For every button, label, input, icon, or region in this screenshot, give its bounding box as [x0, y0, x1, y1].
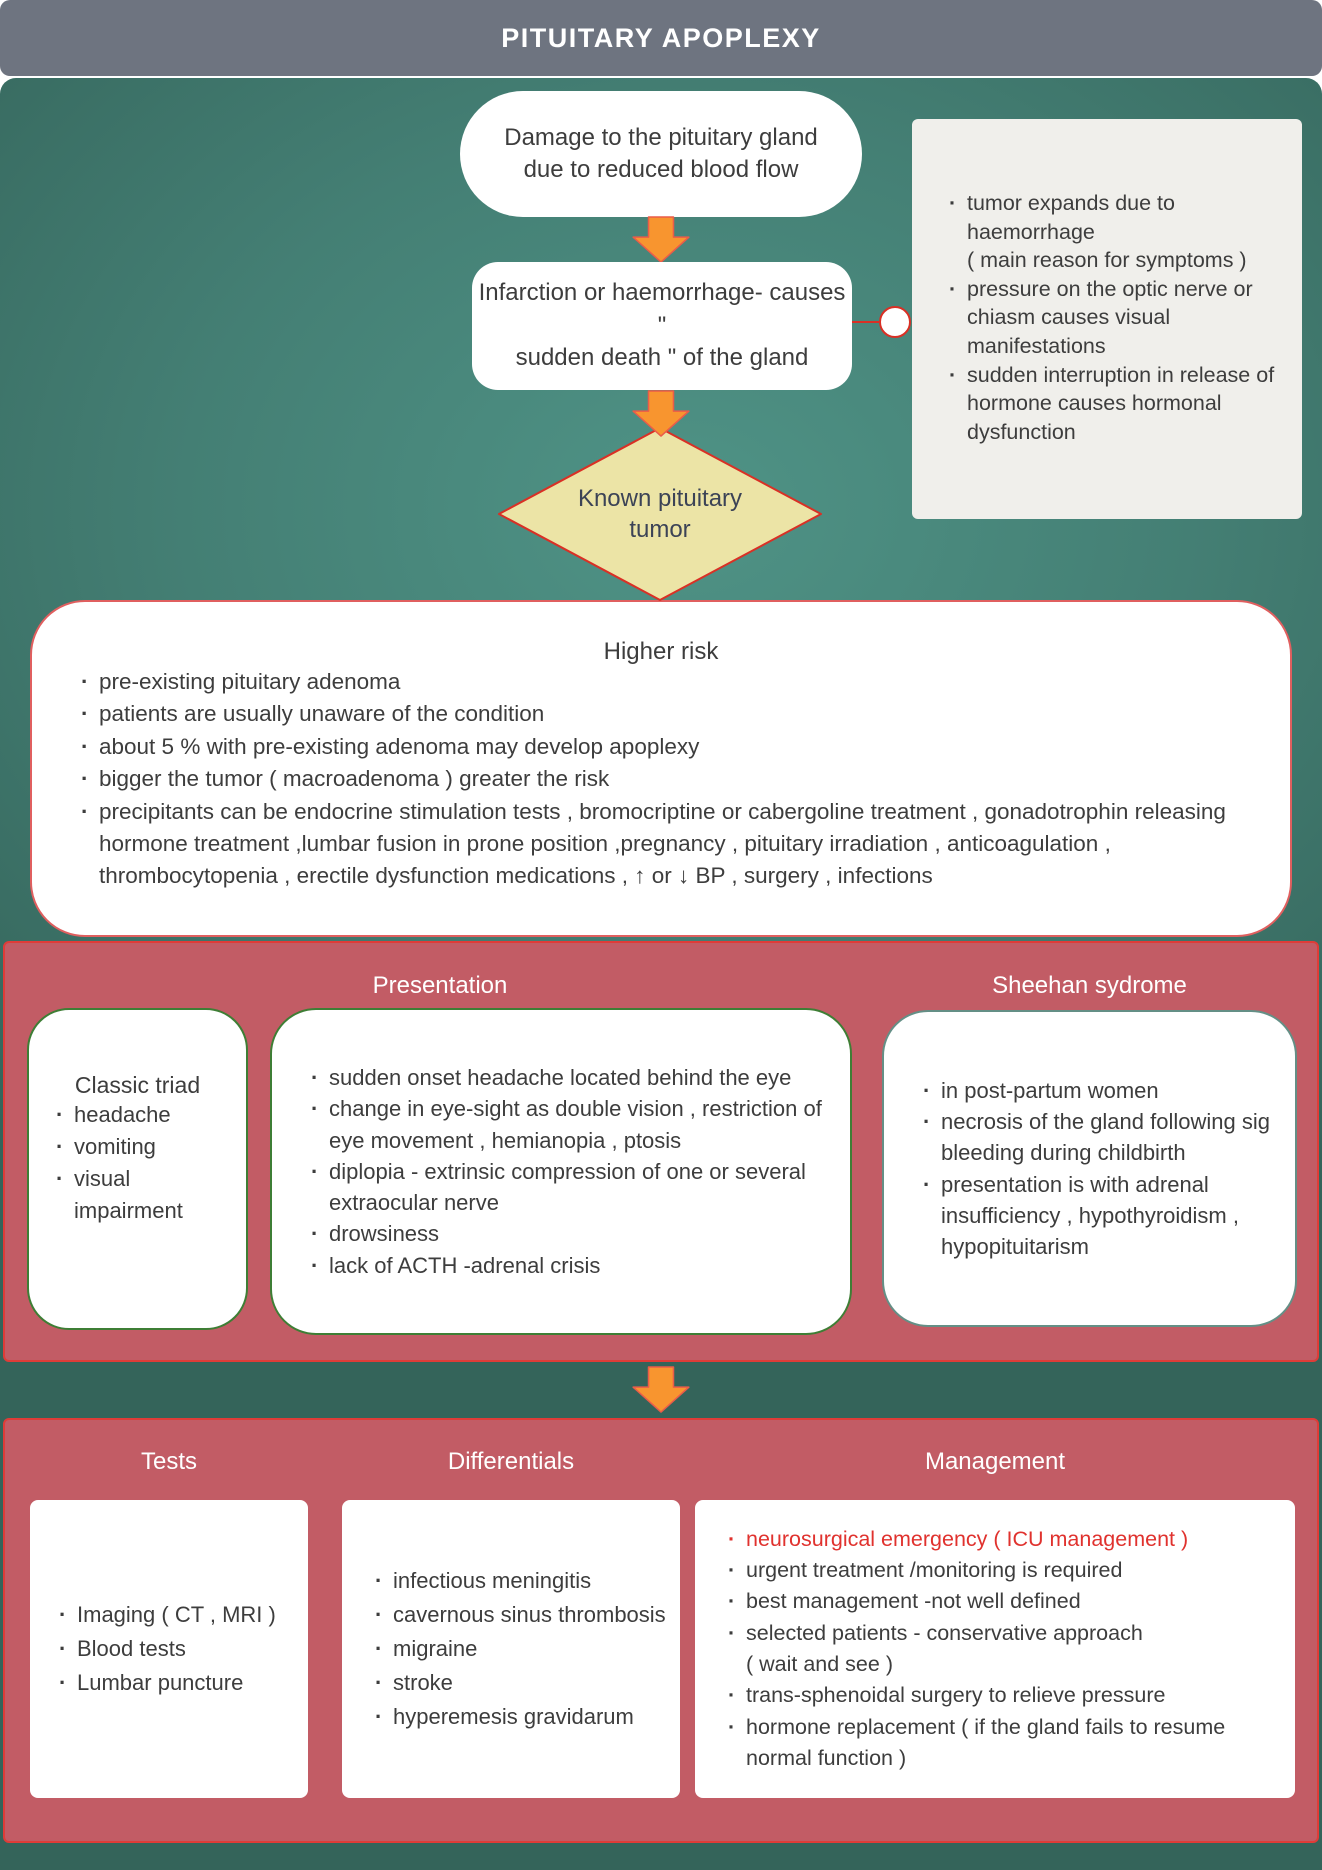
- classic-triad-list: headache vomiting visual impairment: [53, 1099, 238, 1227]
- list-item: sudden interruption in release of hormon…: [946, 361, 1280, 447]
- side-note-list: tumor expands due to haemorrhage ( main …: [946, 189, 1280, 446]
- list-item: Lumbar puncture: [56, 1666, 276, 1700]
- list-item: stroke: [372, 1666, 666, 1700]
- list-item: migraine: [372, 1632, 666, 1666]
- list-item: Imaging ( CT , MRI ): [56, 1598, 276, 1632]
- list-item: pre-existing pituitary adenoma: [78, 666, 1250, 699]
- sheehan-list: in post-partum women necrosis of the gla…: [920, 1075, 1279, 1262]
- list-item: lack of ACTH -adrenal crisis: [308, 1250, 828, 1281]
- title-bar: PITUITARY APOPLEXY: [0, 0, 1322, 76]
- list-item: cavernous sinus thrombosis: [372, 1598, 666, 1632]
- list-item: headache: [53, 1099, 238, 1131]
- list-item: in post-partum women: [920, 1075, 1279, 1106]
- page-title: PITUITARY APOPLEXY: [501, 22, 821, 53]
- list-item: best management -not well defined: [725, 1586, 1225, 1618]
- decision-diamond-label: Known pituitary tumor: [577, 484, 743, 543]
- differentials-list: infectious meningitis cavernous sinus th…: [372, 1564, 666, 1735]
- list-item: vomiting: [53, 1131, 238, 1163]
- flow-box-damage: Damage to the pituitary gland due to red…: [460, 91, 862, 217]
- tests-list: Imaging ( CT , MRI ) Blood tests Lumbar …: [56, 1598, 276, 1700]
- down-arrow-icon: [632, 216, 690, 263]
- classic-triad-box: Classic triad headache vomiting visual i…: [27, 1008, 248, 1330]
- management-header: Management: [924, 1448, 1066, 1475]
- higher-risk-list: pre-existing pituitary adenoma patients …: [78, 666, 1250, 893]
- tests-header: Tests: [140, 1448, 197, 1475]
- list-item: change in eye-sight as double vision , r…: [308, 1093, 828, 1155]
- connector-circle-icon: [879, 306, 911, 338]
- list-item: pressure on the optic nerve or chiasm ca…: [946, 275, 1280, 361]
- list-item: infectious meningitis: [372, 1564, 666, 1598]
- symptoms-list: sudden onset headache located behind the…: [308, 1062, 828, 1281]
- higher-risk-box: Higher risk pre-existing pituitary adeno…: [30, 600, 1292, 937]
- side-note-box: tumor expands due to haemorrhage ( main …: [912, 119, 1302, 519]
- list-item-highlighted: neurosurgical emergency ( ICU management…: [725, 1524, 1225, 1556]
- list-item: selected patients - conservative approac…: [725, 1618, 1225, 1681]
- list-item: sudden onset headache located behind the…: [308, 1062, 828, 1093]
- differentials-box: infectious meningitis cavernous sinus th…: [342, 1500, 680, 1798]
- management-box: neurosurgical emergency ( ICU management…: [695, 1500, 1295, 1798]
- list-item: Blood tests: [56, 1632, 276, 1666]
- presentation-header: Presentation: [372, 972, 508, 999]
- list-item: hormone replacement ( if the gland fails…: [725, 1712, 1225, 1775]
- down-arrow-icon: [632, 390, 690, 437]
- list-item: presentation is with adrenal insufficien…: [920, 1169, 1279, 1263]
- list-item: about 5 % with pre-existing adenoma may …: [78, 731, 1250, 764]
- list-item: trans-sphenoidal surgery to relieve pres…: [725, 1680, 1225, 1712]
- decision-diamond: [498, 427, 822, 601]
- list-item: drowsiness: [308, 1218, 828, 1249]
- list-item: precipitants can be endocrine stimulatio…: [78, 796, 1250, 893]
- sheehan-box: in post-partum women necrosis of the gla…: [882, 1010, 1297, 1327]
- list-item: visual impairment: [53, 1163, 238, 1227]
- list-item: bigger the tumor ( macroadenoma ) greate…: [78, 763, 1250, 796]
- differentials-header: Differentials: [447, 1448, 575, 1475]
- list-item: patients are usually unaware of the cond…: [78, 698, 1250, 731]
- sheehan-header: Sheehan sydrome: [992, 972, 1187, 999]
- higher-risk-title: Higher risk: [603, 638, 719, 665]
- management-list: neurosurgical emergency ( ICU management…: [725, 1524, 1225, 1775]
- list-item: tumor expands due to haemorrhage ( main …: [946, 189, 1280, 275]
- flow-box-infarction: Infarction or haemorrhage- causes " sudd…: [472, 262, 852, 390]
- list-item: necrosis of the gland following sig blee…: [920, 1106, 1279, 1168]
- list-item: hyperemesis gravidarum: [372, 1700, 666, 1734]
- symptoms-box: sudden onset headache located behind the…: [270, 1008, 852, 1335]
- down-arrow-icon: [632, 1366, 690, 1413]
- tests-box: Imaging ( CT , MRI ) Blood tests Lumbar …: [30, 1500, 308, 1798]
- list-item: diplopia - extrinsic compression of one …: [308, 1156, 828, 1218]
- connector-line: [852, 321, 881, 323]
- classic-triad-title: Classic triad: [74, 1072, 201, 1098]
- list-item: urgent treatment /monitoring is required: [725, 1555, 1225, 1587]
